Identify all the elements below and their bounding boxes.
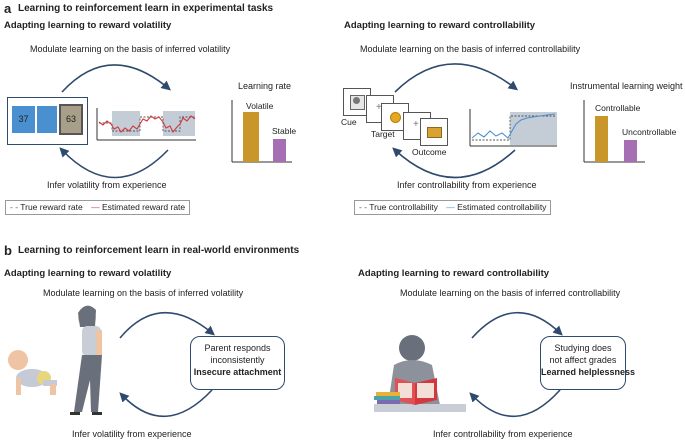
learned-helplessness-callout: Studying does not affect grades Learned …	[540, 336, 636, 390]
legend-dash-icon-2: - -	[359, 202, 370, 212]
panel-a-left-legend: - - True reward rate — Estimated reward …	[5, 200, 191, 215]
panel-a-right-bottom-caption: Infer controllability from experience	[397, 180, 537, 190]
callout-text-studying: Studying does not affect grades	[549, 343, 617, 365]
legend-dash-icon: - -	[10, 202, 21, 212]
panel-b-letter: b	[4, 243, 12, 258]
label-volatile: Volatile	[246, 101, 274, 111]
callout-text-parent: Parent responds inconsistently	[204, 343, 271, 365]
label-stable: Stable	[272, 126, 297, 136]
legend-true-reward: True reward rate	[20, 202, 83, 212]
panel-a-left-bottom-caption: Infer volatility from experience	[47, 180, 167, 190]
outcome-card	[420, 118, 448, 146]
label-target: Target	[371, 129, 395, 139]
panel-b-title: Learning to reinforcement learn in real-…	[18, 245, 300, 256]
legend-line-icon-2: —	[446, 202, 455, 212]
label-controllable: Controllable	[595, 103, 641, 113]
panel-a-title: Learning to reinforcement learn in exper…	[18, 3, 274, 14]
instrumental-weight-title: Instrumental learning weight	[570, 81, 683, 91]
panel-b-right-bottom-caption: Infer controllability from experience	[433, 429, 573, 439]
legend-line-icon: —	[91, 202, 100, 212]
panel-b-left-bottom-caption: Infer volatility from experience	[72, 429, 192, 439]
bar-volatile	[243, 112, 259, 162]
callout-bold-attachment: Insecure attachment	[193, 367, 282, 377]
panel-b-left-heading: Adapting learning to reward volatility	[4, 268, 172, 279]
bar-stable	[273, 139, 286, 162]
bar-controllable	[595, 116, 608, 162]
panel-a-left-heading: Adapting learning to reward volatility	[4, 20, 172, 31]
panel-a-letter: a	[4, 1, 12, 16]
panel-b-right-heading: Adapting learning to reward controllabil…	[358, 268, 550, 279]
panel-b-right-top-caption: Modulate learning on the basis of inferr…	[400, 288, 621, 298]
panel-a-right-top-caption: Modulate learning on the basis of inferr…	[360, 44, 581, 54]
option-box-37: 37	[12, 106, 35, 133]
label-uncontrollable: Uncontrollable	[622, 127, 677, 137]
panel-a-right-legend: - - True controllability — Estimated con…	[354, 200, 552, 215]
option-box-63: 63	[59, 104, 83, 135]
panel-a-right-heading: Adapting learning to reward controllabil…	[344, 20, 536, 31]
legend-true-controllability: True controllability	[369, 202, 438, 212]
bar-uncontrollable	[624, 140, 637, 162]
panel-b-left-top-caption: Modulate learning on the basis of inferr…	[43, 288, 244, 298]
legend-estimated-controllability: Estimated controllability	[457, 202, 547, 212]
label-outcome: Outcome	[412, 147, 447, 157]
label-cue: Cue	[341, 117, 357, 127]
learning-rate-title: Learning rate	[238, 81, 292, 91]
callout-bold-helplessness: Learned helplessness	[541, 367, 636, 377]
bandit-options-frame	[7, 97, 88, 145]
panel-a-left-top-caption: Modulate learning on the basis of inferr…	[30, 44, 231, 54]
option-box-blank	[37, 106, 57, 133]
legend-estimated-reward: Estimated reward rate	[102, 202, 186, 212]
fixation-card-2: +	[403, 112, 431, 140]
insecure-attachment-callout: Parent responds inconsistently Insecure …	[190, 336, 285, 390]
